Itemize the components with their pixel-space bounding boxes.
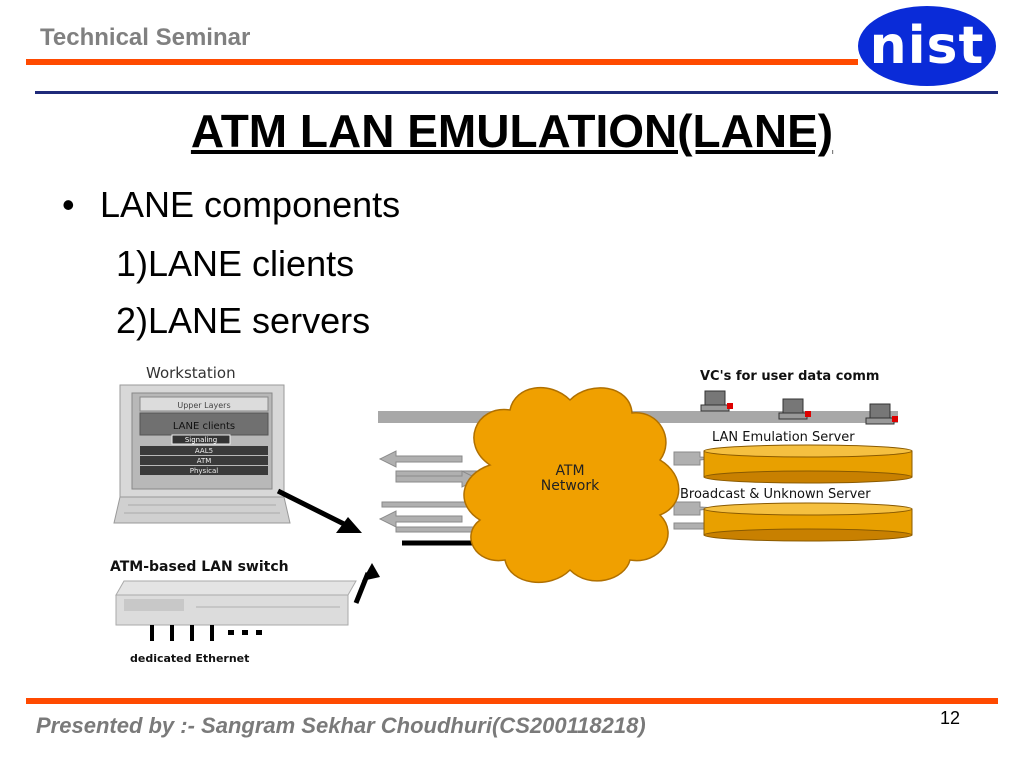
bus-label: Broadcast & Unknown Server [680,487,871,502]
presenter-credit: Presented by :- Sangram Sekhar Choudhuri… [36,713,646,738]
terminal-icon [778,398,811,420]
atm-switch [115,580,357,626]
les-label: LAN Emulation Server [712,430,855,445]
switch-label: ATM-based LAN switch [110,559,289,575]
vc-label: VC's for user data comm [700,369,879,384]
subitem-lane-clients: 1)LANE clients [116,243,355,284]
nist-logo: nist [858,6,996,86]
terminal-icon [700,390,733,412]
workstation-monitor: Upper Layers LANE clients Signaling AAL5… [119,384,285,498]
header-divider [35,91,998,94]
arrow-down-head [336,517,362,533]
bullet-dot-icon: • [62,184,75,225]
network-label-line1: ATM [555,463,584,479]
bullet-text: LANE components [100,184,401,225]
network-label-line2: Network [541,478,600,494]
stack-layer-upper: Upper Layers [177,401,230,410]
stack-layer-atm: ATM [197,457,212,465]
footer-accent-bar [26,698,998,704]
lan-emulation-server [703,444,913,484]
slide-title: ATM LAN EMULATION(LANE) [190,105,834,157]
logo-text: nist [869,16,985,76]
ethernet-ellipsis [228,630,262,635]
left-arrows [378,450,480,533]
ethernet-label: dedicated Ethernet [130,652,249,665]
workstation-label: Workstation [146,364,236,382]
ethernet-ports [150,625,214,641]
lane-diagram: Workstation Upper Layers LANE clients Si… [110,364,913,665]
bullet-item: • LANE components [62,184,400,226]
page-number: 12 [940,708,961,728]
arrow-up-head [362,563,380,581]
terminal-icon [865,403,898,425]
broadcast-unknown-server [703,502,913,542]
arrow-down-line [276,488,348,528]
stack-layer-physical: Physical [190,467,219,475]
subitem-lane-servers: 2)LANE servers [116,300,371,341]
stack-layer-signaling: Signaling [185,436,217,444]
header-accent-bar [26,59,858,65]
atm-network-cloud: ATM Network [463,386,680,584]
stack-layer-aal5: AAL5 [195,447,213,455]
workstation-keyboard [113,496,291,524]
header-title: Technical Seminar [40,24,251,51]
stack-layer-lane: LANE clients [173,421,235,432]
